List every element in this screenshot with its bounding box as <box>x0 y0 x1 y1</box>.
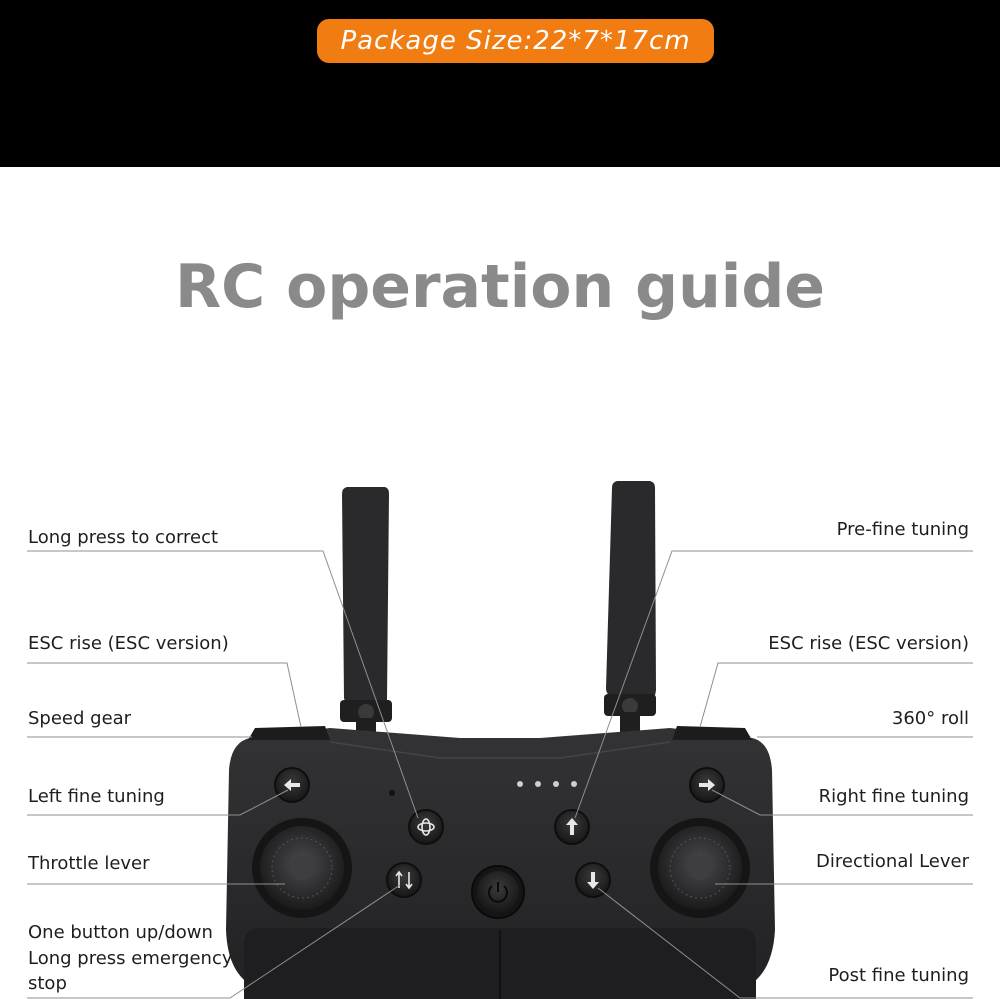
label-pre-fine-tuning: Pre-fine tuning <box>836 519 969 540</box>
label-directional-lever: Directional Lever <box>816 851 969 872</box>
label-throttle-lever: Throttle lever <box>28 853 150 874</box>
calibrate-button <box>408 809 444 845</box>
right-antenna <box>604 481 656 738</box>
label-left-fine-tuning: Left fine tuning <box>28 786 165 807</box>
up-arrow-icon <box>566 818 578 835</box>
package-size-badge: Package Size:22*7*17cm <box>317 19 714 63</box>
label-speed-gear: Speed gear <box>28 708 132 729</box>
controller-body <box>226 726 775 999</box>
leader-lines <box>27 550 973 999</box>
right-trim-button <box>689 767 725 803</box>
flip-button <box>386 862 422 898</box>
label-long-press-correct: Long press to correct <box>28 527 219 548</box>
left-trim-button <box>274 767 310 803</box>
forward-trim-button <box>554 809 590 845</box>
label-one-button-line1: One button up/down <box>28 922 213 943</box>
label-one-button-line3: stop <box>28 973 67 994</box>
label-post-fine-tuning: Post fine tuning <box>828 965 969 986</box>
label-360-roll: 360° roll <box>891 708 969 729</box>
power-button <box>471 865 525 919</box>
label-one-button-line2: Long press emergency <box>28 948 233 969</box>
down-arrow-icon <box>587 872 599 889</box>
page-title: RC operation guide <box>174 252 825 322</box>
status-leds <box>389 781 577 796</box>
throttle-stick <box>252 818 352 918</box>
left-arrow-icon <box>284 779 300 791</box>
right-arrow-icon <box>699 779 715 791</box>
gyro-calibrate-icon <box>417 818 435 836</box>
backward-trim-button <box>575 862 611 898</box>
label-esc-rise-left: ESC rise (ESC version) <box>28 633 229 654</box>
label-esc-rise-right: ESC rise (ESC version) <box>768 633 969 654</box>
left-antenna <box>340 487 392 740</box>
power-icon <box>488 882 508 903</box>
label-right-fine-tuning: Right fine tuning <box>818 786 969 807</box>
directional-stick <box>650 818 750 918</box>
